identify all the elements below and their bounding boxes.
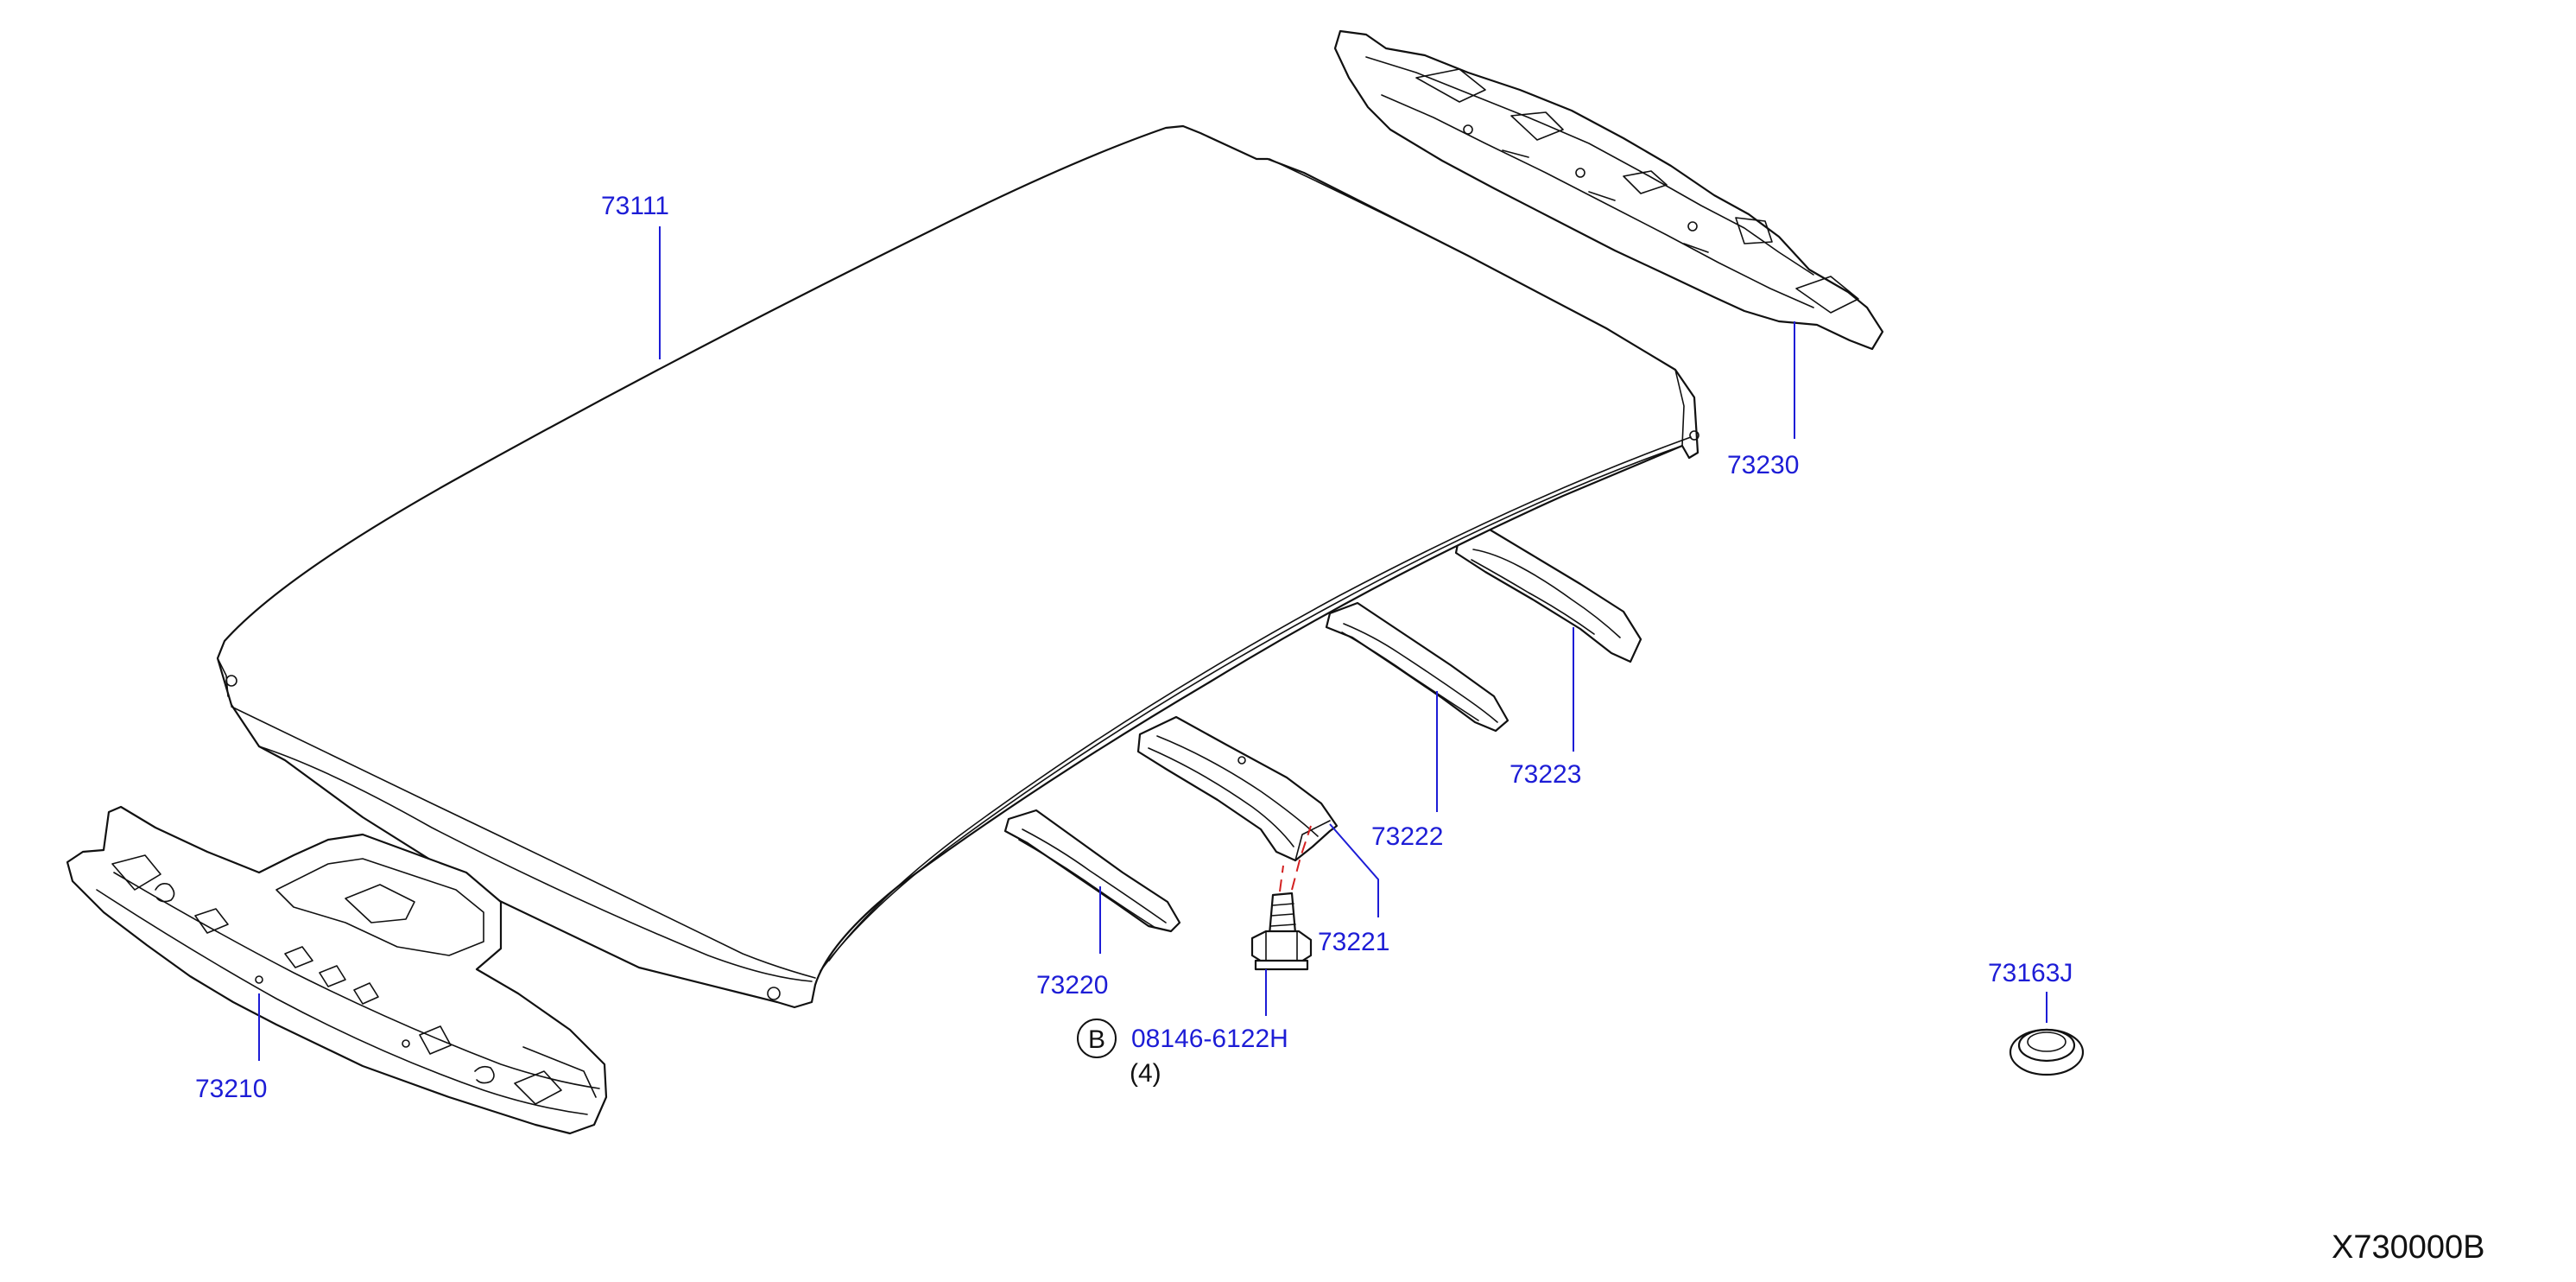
callout-73223[interactable]: 73223 <box>1510 760 1581 789</box>
callout-73230[interactable]: 73230 <box>1727 451 1799 479</box>
roof-bow-73220[interactable] <box>1003 809 1181 933</box>
bolt-symbol-circle <box>1077 1019 1117 1058</box>
rear-roof-rail[interactable] <box>1333 29 1884 351</box>
callout-08146-6122H[interactable]: 08146-6122H <box>1131 1025 1288 1053</box>
callout-73163J[interactable]: 73163J <box>1988 959 2073 987</box>
roof-bow-73221[interactable] <box>1136 715 1339 862</box>
figure-code: X730000B <box>2332 1229 2485 1266</box>
bolt-alignment-dash <box>1279 825 1312 892</box>
bolt-callout[interactable]: B 08146-6122H (4) <box>1077 1019 1288 1088</box>
plug[interactable] <box>2009 1028 2085 1076</box>
callout-73210[interactable]: 73210 <box>195 1075 267 1103</box>
leader-lines <box>258 226 2048 1061</box>
roof-bow-73222[interactable] <box>1325 601 1510 733</box>
callout-73111[interactable]: 73111 <box>601 192 669 220</box>
callout-73221[interactable]: 73221 <box>1318 928 1389 956</box>
bolt-quantity: (4) <box>1130 1059 1161 1088</box>
bolt[interactable] <box>1250 892 1313 971</box>
front-roof-rail[interactable] <box>66 805 608 1135</box>
bolt-symbol-letter: B <box>1088 1025 1105 1054</box>
callout-73220[interactable]: 73220 <box>1036 971 1108 1000</box>
roof-panel[interactable] <box>216 124 1699 1009</box>
roof-bow-73223[interactable] <box>1454 525 1642 663</box>
callout-73222[interactable]: 73222 <box>1371 822 1443 851</box>
